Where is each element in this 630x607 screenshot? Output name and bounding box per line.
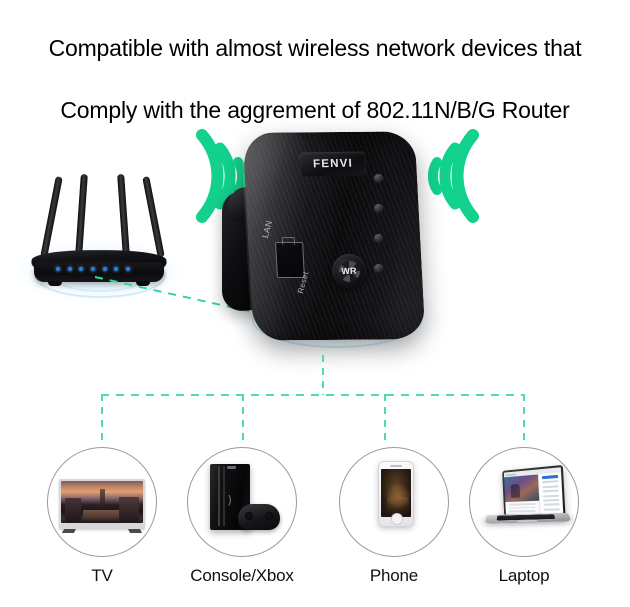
compatible-devices-row: TV ) Console/Xbox Phone bbox=[0, 447, 630, 607]
headline-line-2: Comply with the aggrement of 802.11N/B/G… bbox=[60, 97, 570, 123]
device-circle bbox=[339, 447, 449, 557]
game-controller-icon bbox=[238, 504, 280, 530]
router-body bbox=[34, 262, 164, 282]
wifi-range-extender-illustration: FENVI LAN Reset WR bbox=[222, 112, 442, 362]
tree-drop-line bbox=[384, 394, 386, 442]
brand-label: FENVI bbox=[312, 157, 354, 171]
device-circle: ) bbox=[187, 447, 297, 557]
device-circle bbox=[469, 447, 579, 557]
page-title: Compatible with almost wireless network … bbox=[0, 2, 630, 157]
device-item-console: ) Console/Xbox bbox=[166, 447, 318, 586]
device-item-laptop: Laptop bbox=[448, 447, 600, 586]
wps-badge-icon: WR bbox=[337, 259, 361, 283]
device-circle bbox=[47, 447, 157, 557]
device-item-phone: Phone bbox=[318, 447, 470, 586]
led-wifi-icon bbox=[374, 234, 383, 243]
wps-button-label: WR bbox=[341, 265, 357, 277]
headline-line-1: Compatible with almost wireless network … bbox=[48, 35, 582, 61]
router-led-strip bbox=[56, 267, 130, 271]
tree-drop-line bbox=[101, 394, 103, 442]
smartphone-icon bbox=[378, 461, 414, 527]
tv-icon bbox=[59, 479, 145, 533]
game-console-icon: ) bbox=[206, 464, 280, 542]
tree-vertical-stem bbox=[322, 355, 324, 395]
tree-drop-line bbox=[523, 394, 525, 442]
device-label: Laptop bbox=[498, 566, 550, 585]
extender-led-indicators bbox=[374, 174, 388, 284]
fenvi-brand-badge: FENVI bbox=[299, 151, 367, 177]
dashed-connector-tree bbox=[0, 355, 630, 460]
laptop-icon bbox=[480, 464, 572, 536]
device-label: Phone bbox=[369, 566, 419, 585]
led-lan-icon bbox=[374, 264, 383, 273]
led-power-icon bbox=[374, 174, 383, 183]
home-button-icon bbox=[391, 512, 403, 525]
device-label: TV bbox=[91, 566, 113, 585]
wifi-router-illustration bbox=[8, 168, 188, 302]
device-item-tv: TV bbox=[26, 447, 178, 586]
tree-drop-line bbox=[242, 394, 244, 442]
router-foot bbox=[48, 281, 62, 286]
device-label: Console/Xbox bbox=[190, 566, 294, 585]
led-signal-icon bbox=[374, 204, 383, 213]
tree-horizontal-bar bbox=[101, 394, 525, 396]
router-foot bbox=[136, 281, 150, 286]
wifi-signal-arcs-right bbox=[420, 128, 515, 223]
